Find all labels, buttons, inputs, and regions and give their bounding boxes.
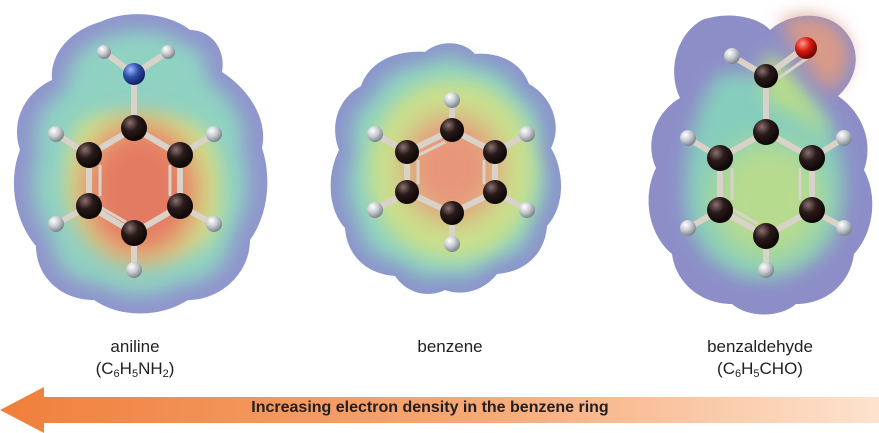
- benzene-caption: benzene: [380, 336, 520, 358]
- aniline-nitrogen-atom: [123, 63, 145, 85]
- benzaldehyde-formula: (C6H5CHO): [717, 359, 803, 380]
- aniline-double-bonds: [97, 165, 172, 224]
- benzaldehyde-carbon-atoms: [707, 64, 825, 249]
- aniline-potential-map: [13, 14, 268, 314]
- electron-density-arrow: [0, 387, 879, 433]
- benzaldehyde-hydrogen-atoms: [680, 48, 852, 278]
- benzaldehyde-caption: benzaldehyde (C6H5CHO): [680, 336, 840, 380]
- benzaldehyde-oxygen-atom: [795, 37, 817, 59]
- benzaldehyde-potential-map: [648, 15, 873, 315]
- aniline-caption: aniline (C6H5NH2): [60, 336, 210, 380]
- benzene-carbon-atoms: [395, 118, 507, 225]
- benzene-name: benzene: [417, 337, 483, 356]
- arrow-shape: [0, 387, 879, 433]
- benzaldehyde-surface: [648, 15, 873, 315]
- aniline-carbon-atoms: [76, 115, 193, 246]
- benzene-double-bonds: [416, 140, 486, 184]
- benzene-surface: [330, 43, 562, 294]
- benzene-hydrogen-atoms: [367, 92, 535, 252]
- arrow-label: Increasing electron density in the benze…: [251, 399, 609, 416]
- benzene-potential-map: [330, 43, 562, 294]
- aniline-surface: [13, 14, 268, 314]
- aniline-formula: (C6H5NH2): [95, 359, 175, 380]
- benzaldehyde-name: benzaldehyde: [707, 337, 813, 356]
- aniline-name: aniline: [110, 337, 160, 356]
- benzaldehyde-double-bonds: [729, 54, 811, 226]
- aniline-hydrogen-atoms: [48, 45, 222, 278]
